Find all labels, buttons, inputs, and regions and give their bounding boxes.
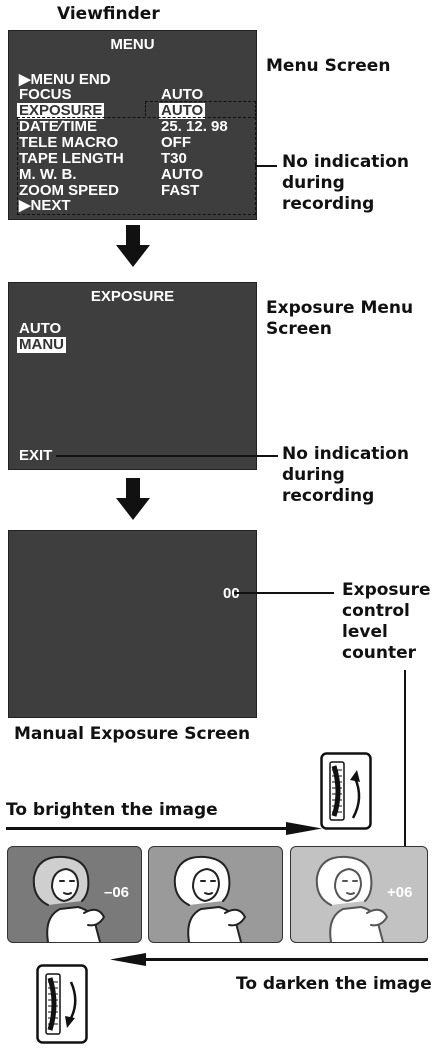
exposure-option-auto: AUTO: [19, 320, 62, 337]
menu-row-value: 25. 12. 98: [161, 118, 228, 135]
thumbnail-dark: –06: [7, 846, 142, 943]
leader-line: [234, 592, 334, 594]
darken-label: To darken the image: [236, 974, 432, 994]
menu-row-value-highlighted: AUTO: [159, 102, 206, 119]
menu-row-value: AUTO: [161, 166, 204, 183]
menu-row-value: AUTO: [161, 86, 204, 103]
exposure-counter: 00: [223, 585, 240, 602]
manual-exposure-screen: 00: [8, 530, 257, 718]
exposure-no-indication-note: No indication during recording: [282, 444, 410, 506]
thumbnail-normal: [148, 846, 283, 943]
leader-line: [255, 165, 277, 167]
menu-row-label-highlighted: EXPOSURE: [17, 102, 105, 119]
manual-screen-caption: Manual Exposure Screen: [14, 724, 251, 744]
no-indication-region: [17, 117, 256, 215]
exposure-dial-up-icon: [320, 752, 372, 830]
exposure-title: EXPOSURE: [90, 288, 175, 305]
woman-figure-icon: [173, 855, 246, 942]
arrow-down-icon: [116, 478, 150, 520]
menu-screen: MENU ▶MENU END FOCUS AUTO EXPOSURE AUTO …: [8, 30, 257, 220]
brighten-label: To brighten the image: [6, 800, 218, 820]
menu-row-label: DATE∕TIME: [19, 118, 98, 135]
woman-figure-icon: [32, 855, 105, 942]
exposure-screen: EXPOSURE AUTO MANU EXIT: [8, 282, 257, 470]
menu-screen-caption: Menu Screen: [266, 56, 391, 76]
exposure-exit: EXIT: [19, 447, 53, 464]
leader-line: [56, 455, 278, 457]
menu-row-label: M. W. B.: [19, 166, 77, 183]
menu-row-label: FOCUS: [19, 86, 72, 103]
viewfinder-label: Viewfinder: [57, 4, 160, 24]
menu-row-label: ▶MENU END: [19, 71, 111, 88]
menu-row-label: TELE MACRO: [19, 134, 119, 151]
thumbnail-level-bright: +06: [387, 884, 413, 901]
counter-leader-line: [404, 670, 406, 874]
menu-row-value: OFF: [161, 134, 191, 151]
arrow-left-icon: [110, 953, 428, 966]
counter-label: Exposure control level counter: [342, 580, 431, 663]
menu-no-indication-note: No indication during recording: [282, 152, 410, 214]
thumbnail-level-dark: –06: [104, 884, 130, 901]
exposure-option-manu-highlighted: MANU: [17, 336, 66, 353]
arrow-down-icon: [116, 225, 150, 267]
woman-figure-icon: [315, 855, 388, 942]
menu-row-value: FAST: [161, 182, 200, 199]
exposure-screen-caption: Exposure Menu Screen: [266, 298, 414, 339]
menu-row-value: T30: [161, 150, 187, 167]
menu-row-label: TAPE LENGTH: [19, 150, 124, 167]
menu-title: MENU: [110, 36, 155, 53]
arrow-right-icon: [6, 822, 322, 835]
menu-row-label: ▶NEXT: [19, 197, 71, 214]
menu-row-label: ZOOM SPEED: [19, 182, 120, 199]
exposure-dial-down-icon: [36, 964, 88, 1044]
thumbnail-bright: +06: [290, 846, 428, 943]
no-indication-region-top: [145, 101, 256, 116]
